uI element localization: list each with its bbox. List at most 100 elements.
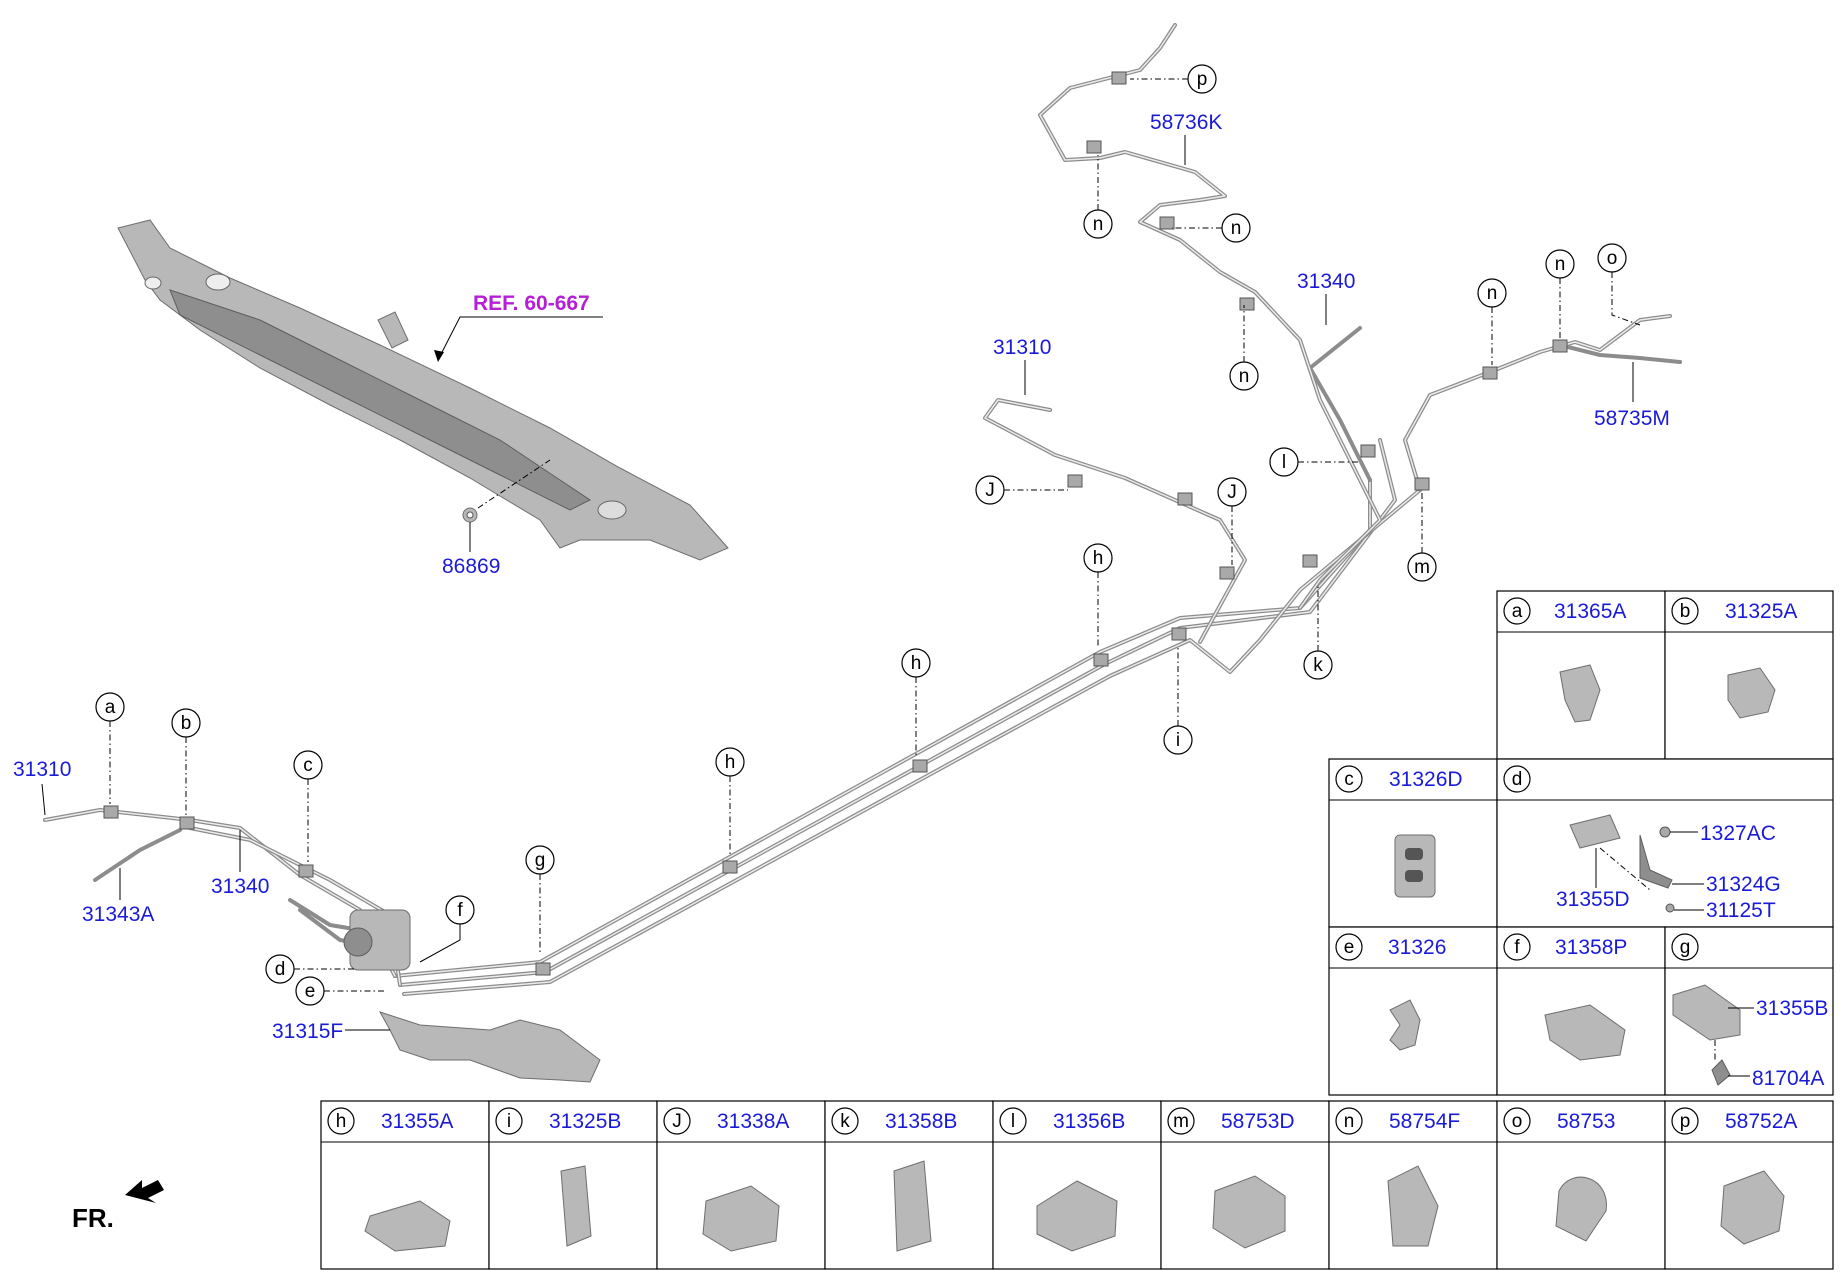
- callout-i: i: [1163, 645, 1193, 755]
- legend-cell-9: p 58752A: [1664, 1100, 1834, 1270]
- callout-m: m: [1407, 492, 1437, 582]
- callout-c: c: [293, 750, 323, 862]
- svg-text:a: a: [1512, 601, 1523, 622]
- svg-text:d: d: [1512, 769, 1523, 790]
- part-31310-right: 31310: [993, 336, 1051, 359]
- callout-o: o: [1597, 243, 1641, 326]
- svg-text:n: n: [1555, 254, 1566, 275]
- callout-e: e: [295, 976, 385, 1006]
- callout-g: g: [525, 845, 555, 955]
- callout-a: a: [95, 692, 125, 804]
- legend-cell-e: e 31326: [1335, 933, 1446, 1051]
- svg-text:h: h: [725, 752, 736, 773]
- svg-text:31365A: 31365A: [1554, 600, 1626, 623]
- svg-text:h: h: [911, 653, 922, 674]
- front-arrow-icon: [125, 1180, 164, 1203]
- callout-k: k: [1303, 585, 1333, 680]
- callout-n5: n: [1545, 249, 1575, 338]
- svg-text:g: g: [535, 850, 546, 871]
- svg-text:d: d: [275, 959, 286, 980]
- svg-text:b: b: [1680, 601, 1691, 622]
- legend-part-number: 58753D: [1221, 1110, 1295, 1133]
- svg-text:31355D: 31355D: [1556, 888, 1630, 911]
- svg-text:o: o: [1607, 248, 1618, 269]
- front-indicator-label: FR.: [72, 1203, 114, 1233]
- legend-part-number: 58754F: [1389, 1110, 1460, 1133]
- callout-h2: h: [901, 648, 931, 755]
- clip-31365A-icon: [1559, 664, 1601, 723]
- svg-text:31355B: 31355B: [1756, 997, 1828, 1020]
- callout-l: l: [1269, 447, 1360, 477]
- svg-text:n: n: [1231, 218, 1242, 239]
- svg-text:l: l: [1282, 452, 1286, 473]
- callout-b: b: [171, 708, 201, 815]
- bolt-1327AC-icon: [1659, 826, 1671, 838]
- callout-h1: h: [715, 747, 745, 855]
- clip-58753-icon: [1555, 1176, 1607, 1242]
- svg-text:J: J: [985, 480, 995, 501]
- svg-text:i: i: [1176, 730, 1180, 751]
- callout-n4: n: [1477, 278, 1507, 365]
- svg-text:31358P: 31358P: [1555, 936, 1627, 959]
- bolt-31125T-icon: [1665, 903, 1675, 913]
- bracket-31355D-icon: [1569, 814, 1621, 849]
- svg-text:p: p: [1197, 69, 1208, 90]
- part-31340-left: 31340: [211, 875, 269, 898]
- part-86869: 86869: [442, 555, 500, 578]
- legend-cell-f: f 31358P: [1503, 933, 1627, 1061]
- svg-text:81704A: 81704A: [1752, 1067, 1824, 1090]
- legend-cell-6: m 58753D: [1160, 1100, 1330, 1270]
- legend-letter: n: [1344, 1111, 1355, 1132]
- clip-58753D-icon: [1212, 1175, 1286, 1249]
- part-31315F: 31315F: [272, 1020, 343, 1043]
- svg-text:c: c: [303, 755, 313, 776]
- clip-58754F-icon: [1387, 1165, 1439, 1247]
- legend-letter: m: [1173, 1111, 1189, 1132]
- legend-part-number: 58753: [1557, 1110, 1615, 1133]
- clip-31338A-icon: [702, 1185, 780, 1252]
- svg-text:b: b: [181, 713, 192, 734]
- callout-p: p: [1130, 64, 1217, 94]
- callout-d: d: [265, 954, 355, 984]
- svg-text:m: m: [1414, 557, 1430, 578]
- callout-n2: n: [1172, 213, 1251, 243]
- part-31340-right: 31340: [1297, 270, 1355, 293]
- clip-31356B-icon: [1036, 1180, 1118, 1252]
- pipe-clips: [103, 71, 1568, 976]
- legend-part-number: 58752A: [1725, 1110, 1797, 1133]
- rivet-81704A-icon: [1711, 1059, 1731, 1086]
- svg-text:31125T: 31125T: [1706, 899, 1776, 922]
- legend-cell-b: b 31325A: [1671, 597, 1797, 719]
- clip-58752A-icon: [1720, 1170, 1785, 1245]
- callout-j1: J: [975, 475, 1068, 505]
- cross-member: [117, 219, 729, 561]
- part-31343A: 31343A: [82, 903, 154, 926]
- legend-cell-c: c 31326D: [1335, 765, 1463, 898]
- legend-letter: J: [672, 1111, 682, 1132]
- svg-text:1327AC: 1327AC: [1700, 822, 1776, 845]
- svg-text:31325A: 31325A: [1725, 600, 1797, 623]
- clip-31325B-icon: [560, 1165, 592, 1247]
- svg-text:g: g: [1680, 937, 1691, 958]
- svg-text:e: e: [1344, 937, 1355, 958]
- svg-text:h: h: [1093, 548, 1104, 569]
- svg-text:31324G: 31324G: [1706, 873, 1781, 896]
- svg-text:31326D: 31326D: [1389, 768, 1463, 791]
- callout-f: f: [419, 895, 475, 963]
- part-31310-left: 31310: [13, 758, 71, 781]
- callout-n1: n: [1083, 155, 1113, 239]
- legend-letter: p: [1680, 1111, 1691, 1132]
- legend-part-number: 31358B: [885, 1110, 957, 1133]
- part-58736K: 58736K: [1150, 111, 1222, 134]
- legend-cell-7: n 58754F: [1328, 1100, 1498, 1270]
- legend-letter: i: [507, 1111, 511, 1132]
- svg-text:k: k: [1313, 655, 1323, 676]
- legend-part-number: 31325B: [549, 1110, 621, 1133]
- svg-text:f: f: [1514, 937, 1520, 958]
